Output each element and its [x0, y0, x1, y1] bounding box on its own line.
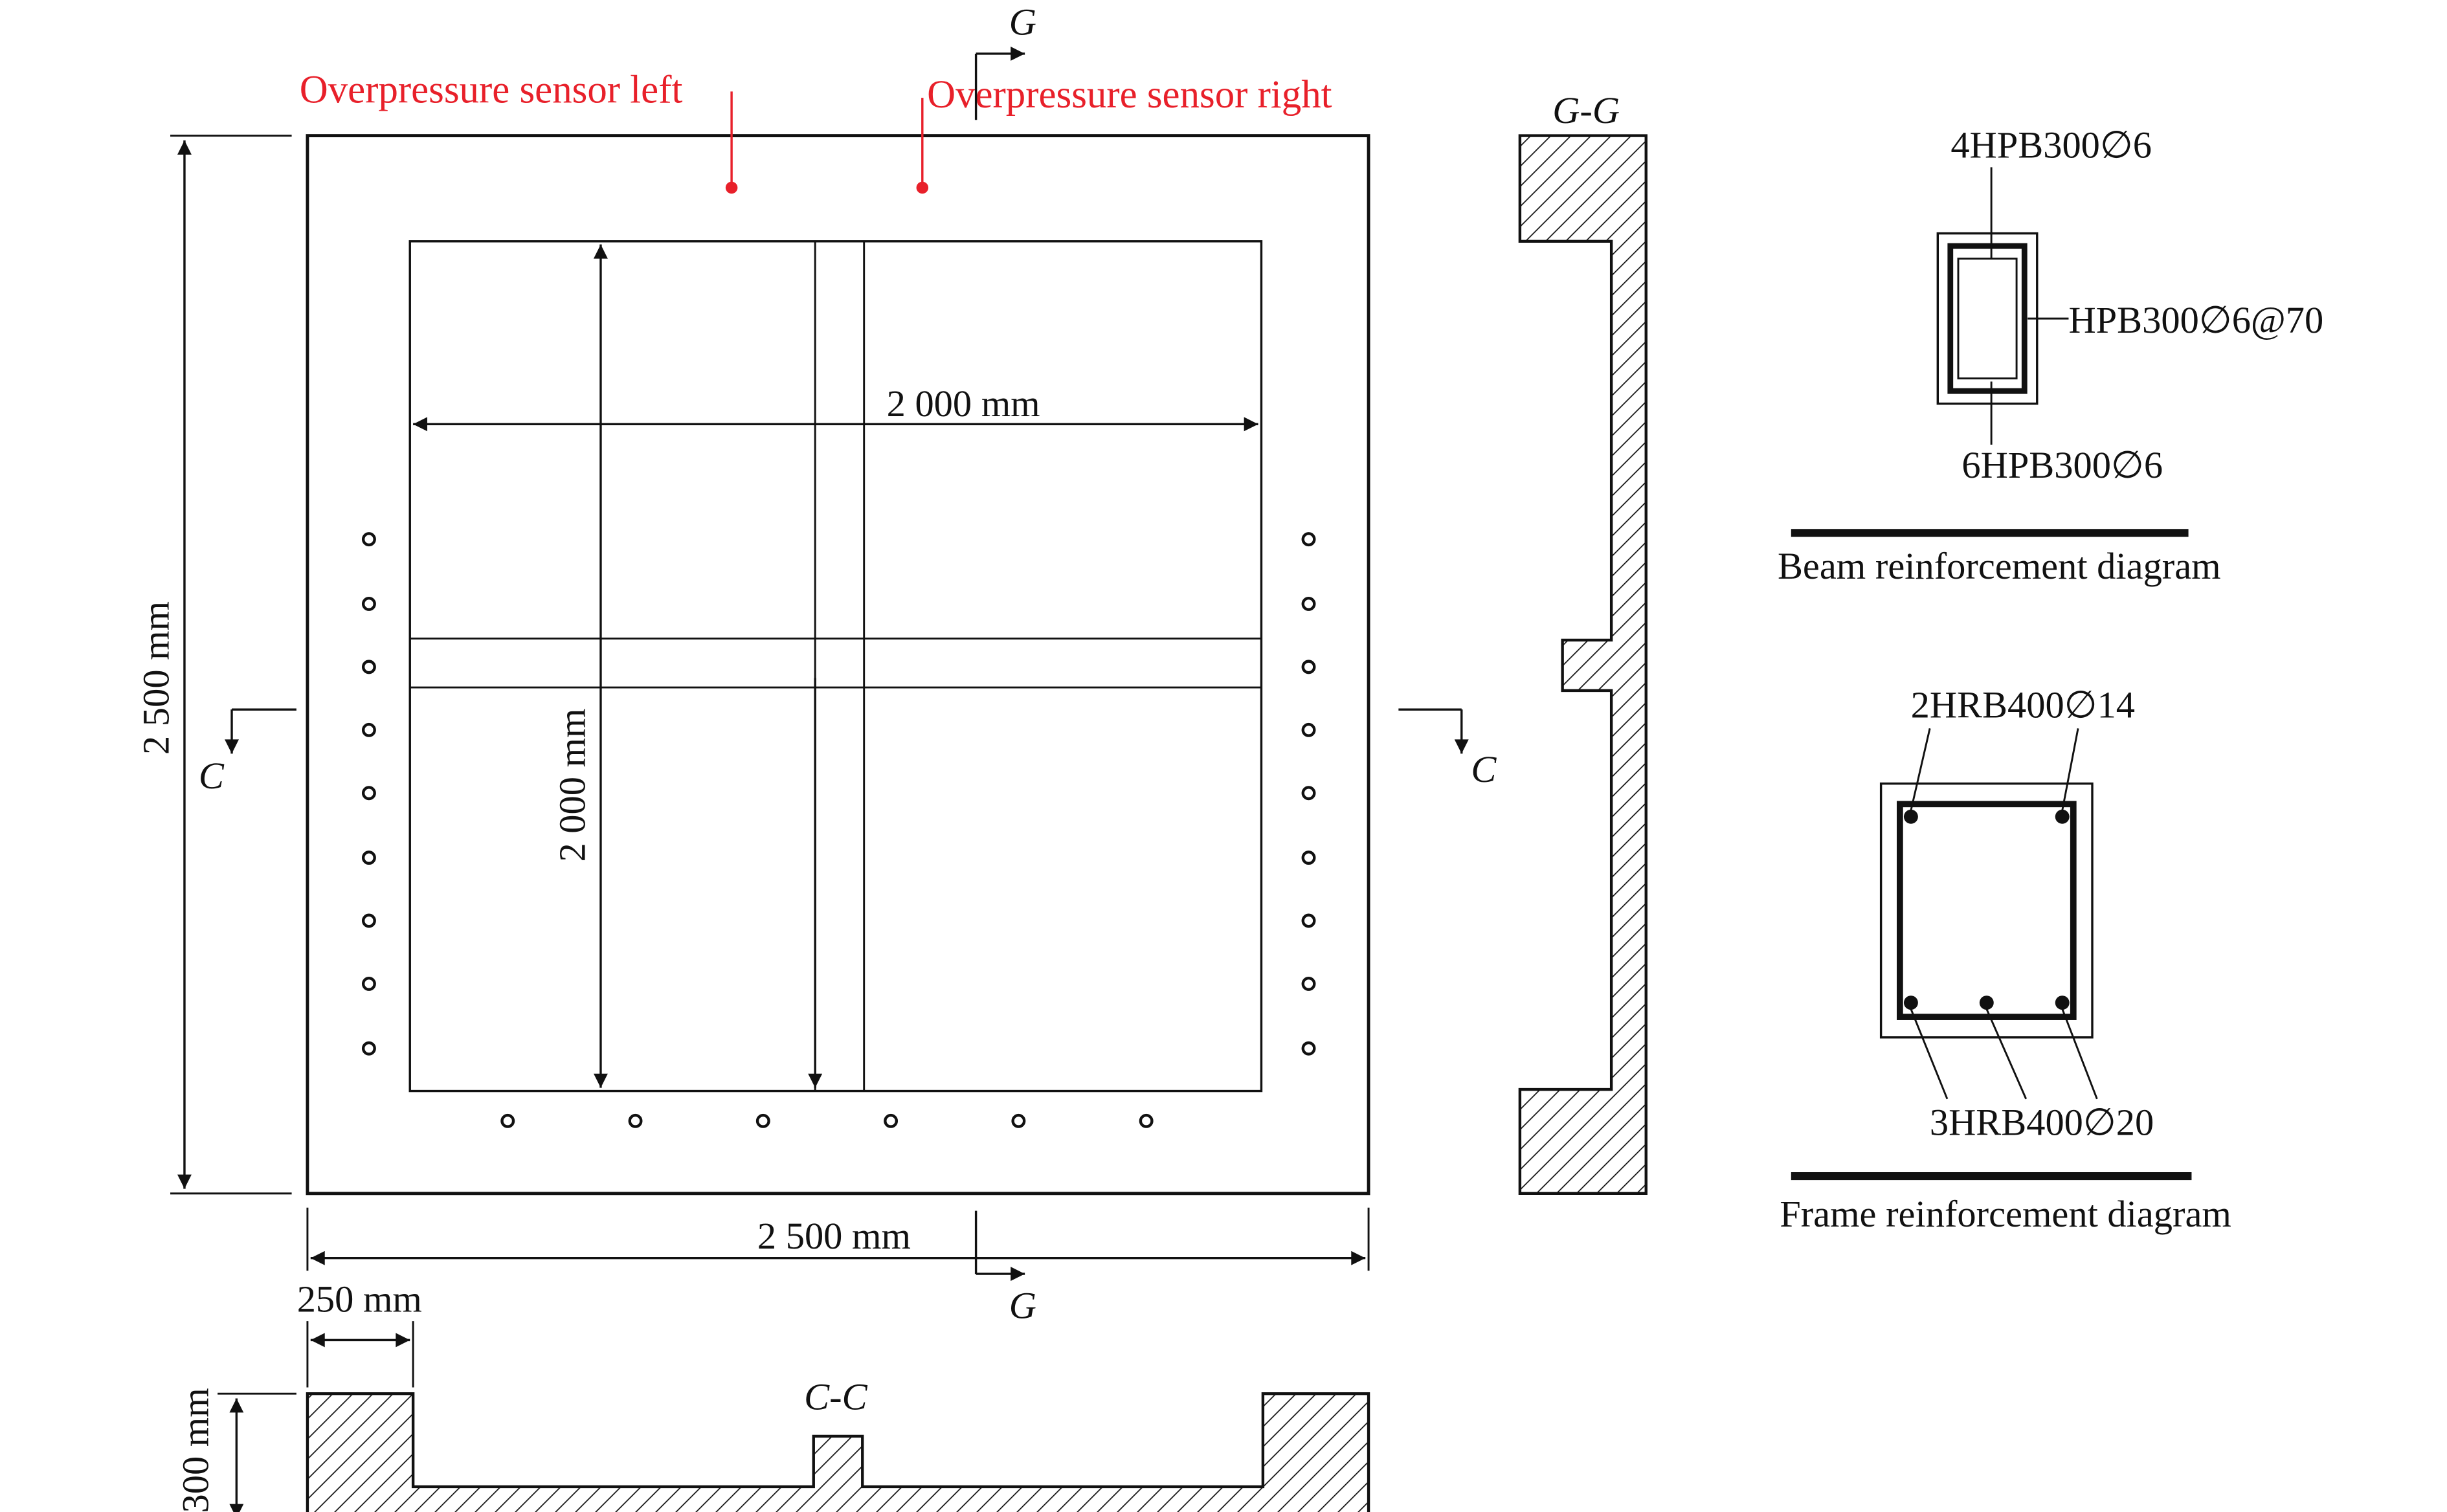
frame-caption: Frame reinforcement diagram — [1780, 1193, 2231, 1235]
bolt-holes-right — [1301, 532, 1316, 1056]
section-gg: G-G — [1518, 89, 1648, 1195]
frame-bottom-bar-label: 3HRB400∅20 — [1930, 1102, 2154, 1144]
beam-stirrup-label: HPB300∅6@70 — [2068, 299, 2323, 341]
section-c-right-marker — [1398, 708, 1469, 754]
dim-inner-width-label: 2 000 mm — [887, 383, 1040, 425]
dim-outer-width-label: 2 500 mm — [757, 1215, 911, 1257]
beam-bottom-bar-label: 6HPB300∅6 — [1961, 444, 2163, 486]
dim-frame-width-label: 250 mm — [297, 1278, 422, 1320]
section-cc-title: C-C — [804, 1376, 867, 1418]
frame-bottom-leader-right — [2061, 1008, 2098, 1100]
section-g-bottom-label: G — [1009, 1284, 1036, 1326]
section-g-bottom-marker — [974, 1210, 1025, 1282]
frame-rebars — [1903, 809, 2070, 1010]
sensor-right-label: Overpressure sensor right — [927, 73, 1332, 117]
frame-stirrup — [1896, 801, 2077, 1020]
frame-outline — [1879, 782, 2094, 1039]
outer-frame — [306, 134, 1370, 1195]
frame-top-leader-left — [1910, 728, 1931, 811]
section-cc: C-C 250 mm 300 mm — [174, 1278, 1370, 1512]
sensor-left-marker — [725, 91, 738, 194]
frame-bottom-leader-left — [1910, 1008, 1949, 1100]
beam-reinforcement-diagram: 4HPB300∅6 HPB300∅6@70 6HPB300∅6 Beam rei… — [1778, 124, 2323, 587]
inner-panel — [408, 240, 1263, 1093]
section-c-right-label: C — [1471, 748, 1497, 790]
frame-top-bar-label: 2HRB400∅14 — [1911, 684, 2135, 726]
dim-outer-height-label: 2 500 mm — [135, 601, 177, 755]
frame-reinforcement-diagram: 2HRB400∅14 3HRB400∅20 Frame reinforcemen… — [1780, 684, 2231, 1235]
beam-top-bar-label: 4HPB300∅6 — [1950, 124, 2152, 166]
sensor-right-marker — [916, 98, 929, 194]
dim-inner-height-label: 2 000 mm — [552, 709, 594, 862]
beam-stirrup-inner — [1957, 258, 2018, 380]
section-cc-profile — [306, 1392, 1370, 1512]
section-g-top-marker — [974, 46, 1025, 120]
section-g-top-label: G — [1009, 1, 1036, 43]
frame-top-leader-right — [2061, 728, 2079, 811]
bolt-holes-bottom — [500, 1113, 1154, 1128]
bolt-holes-left — [361, 532, 376, 1056]
section-gg-profile — [1518, 134, 1648, 1195]
section-c-left-marker — [225, 708, 296, 754]
frame-bottom-leader-middle — [1985, 1008, 2028, 1100]
beam-stirrup — [1947, 243, 2028, 394]
section-gg-title: G-G — [1552, 89, 1620, 131]
plan-view: Overpressure sensor left Overpressure se… — [135, 1, 1497, 1327]
section-c-left-label: C — [199, 755, 225, 797]
sensor-left-label: Overpressure sensor left — [300, 68, 683, 111]
dim-frame-depth-label: 300 mm — [174, 1388, 216, 1512]
beam-caption: Beam reinforcement diagram — [1778, 545, 2221, 587]
